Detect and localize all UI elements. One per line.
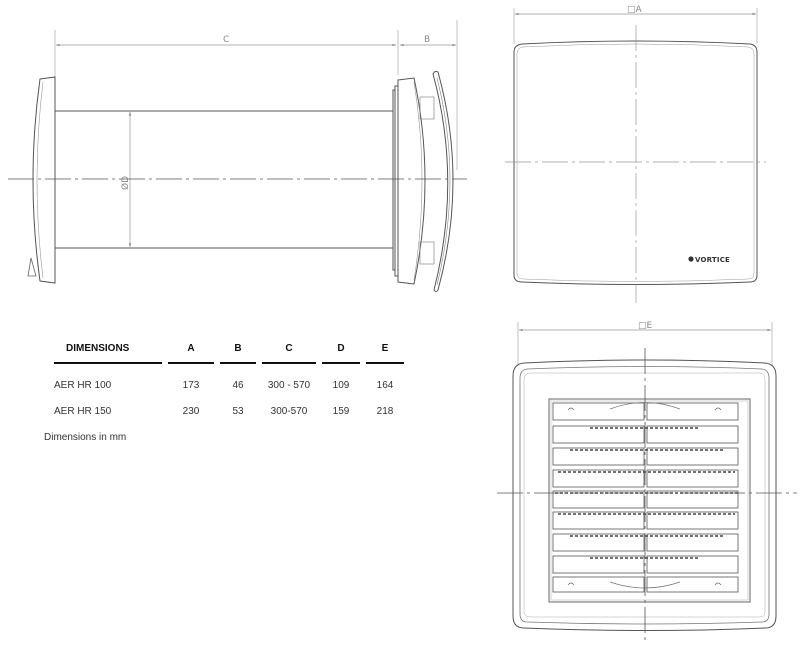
side-view: C B ØD xyxy=(8,20,467,292)
brand-logo: VORTICE xyxy=(695,256,730,264)
front-view-e: □E xyxy=(497,321,797,640)
cell-b: 46 xyxy=(232,379,244,391)
cell-b: 53 xyxy=(232,405,244,417)
dim-c-label: C xyxy=(223,35,229,45)
col-header-c: C xyxy=(262,330,316,364)
units-note: Dimensions in mm xyxy=(44,432,127,443)
col-header-b: B xyxy=(220,330,256,364)
col-header-dimensions: DIMENSIONS xyxy=(54,330,162,364)
dim-b-label: B xyxy=(424,35,430,45)
table-header-row: DIMENSIONS A B C D E xyxy=(54,330,404,364)
cell-a: 230 xyxy=(182,405,200,417)
cell-e: 164 xyxy=(376,379,394,391)
col-header-a: A xyxy=(168,330,214,364)
cell-a: 173 xyxy=(182,379,200,391)
dim-e-label: □E xyxy=(638,321,653,331)
cell-model: AER HR 150 xyxy=(54,405,112,417)
col-header-e: E xyxy=(366,330,404,364)
brand-logo-icon xyxy=(688,256,694,262)
cell-d: 159 xyxy=(332,405,350,417)
cell-c: 300 - 570 xyxy=(267,379,311,391)
dimensions-table: DIMENSIONS A B C D E AER HR 100 173 46 3… xyxy=(48,330,410,424)
front-view-a: □A VORTICE xyxy=(505,5,766,303)
cell-e: 218 xyxy=(376,405,394,417)
col-header-d: D xyxy=(322,330,360,364)
cell-c: 300-570 xyxy=(270,405,308,417)
cell-model: AER HR 100 xyxy=(54,379,112,391)
table-row: AER HR 150 230 53 300-570 159 218 xyxy=(54,398,404,424)
dim-a-label: □A xyxy=(627,5,643,15)
dim-d-label: ØD xyxy=(120,176,131,190)
table-row: AER HR 100 173 46 300 - 570 109 164 xyxy=(54,364,404,398)
cell-d: 109 xyxy=(332,379,350,391)
